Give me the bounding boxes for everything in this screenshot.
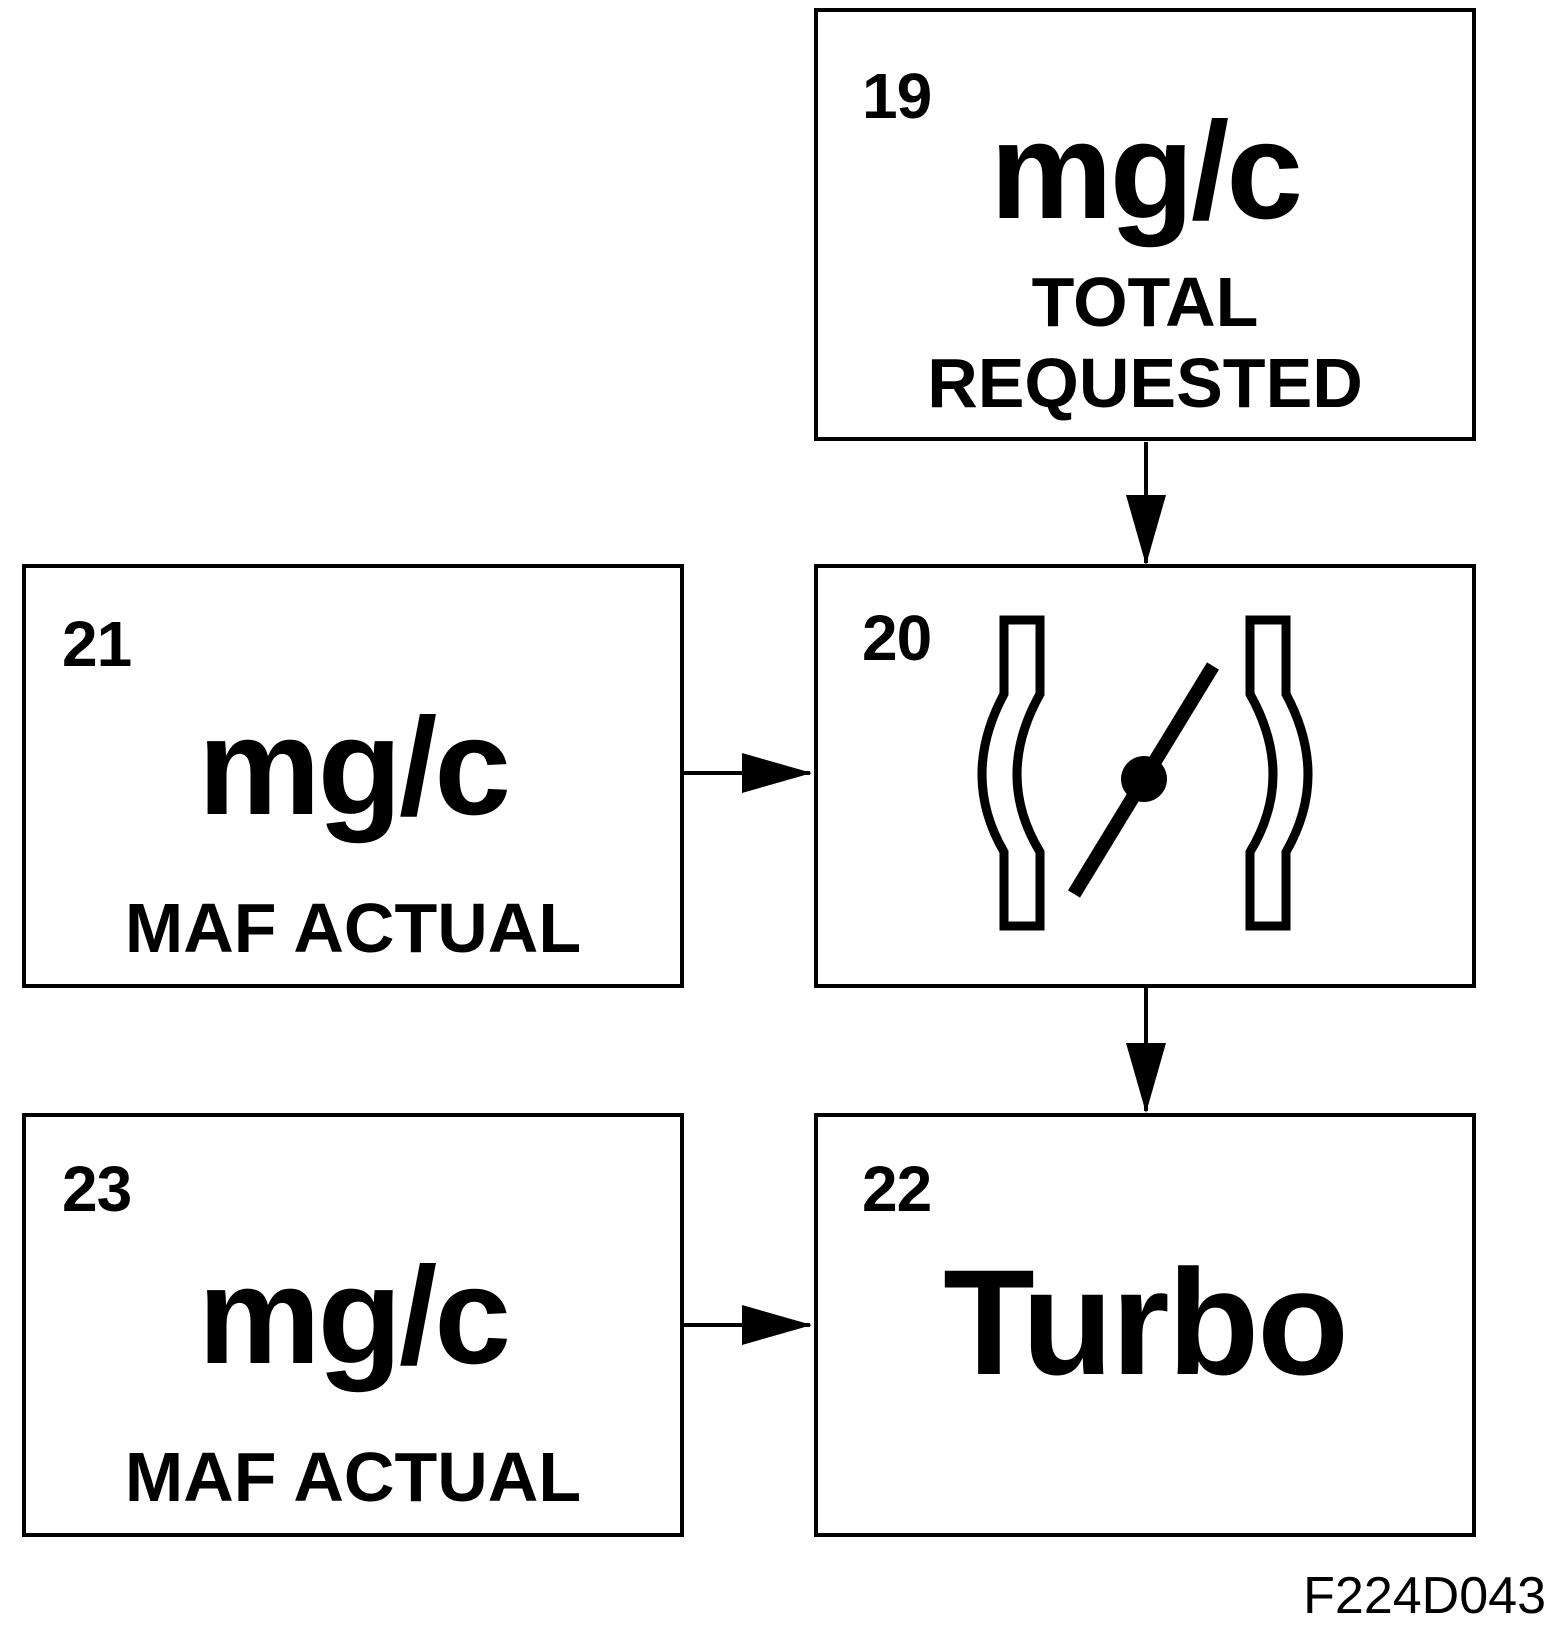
throttle-valve-icon	[977, 615, 1313, 931]
box-number: 22	[862, 1153, 932, 1225]
box-label: TOTAL REQUESTED	[818, 262, 1472, 423]
box-number: 23	[62, 1153, 132, 1225]
box-label: MAF ACTUAL	[124, 1438, 582, 1516]
box-22-turbo: 22 Turbo	[814, 1113, 1476, 1537]
turbo-label: Turbo	[943, 1238, 1349, 1406]
box-label: MAF ACTUAL	[124, 889, 582, 967]
box-23-maf-actual: 23 mg/c MAF ACTUAL	[22, 1113, 684, 1537]
figure-id: F224D043	[1303, 1567, 1546, 1625]
label-line-1: TOTAL	[1031, 263, 1259, 341]
unit-label: mg/c	[989, 94, 1303, 248]
box-number: 21	[62, 608, 132, 680]
box-19-total-requested: 19 mg/c TOTAL REQUESTED	[814, 8, 1476, 441]
box-number: 19	[862, 60, 932, 132]
unit-label: mg/c	[197, 690, 511, 844]
box-20-throttle: 20	[814, 564, 1476, 988]
box-number: 20	[862, 602, 932, 674]
box-21-maf-actual: 21 mg/c MAF ACTUAL	[22, 564, 684, 988]
unit-label: mg/c	[197, 1239, 511, 1393]
label-line-2: REQUESTED	[927, 343, 1363, 422]
